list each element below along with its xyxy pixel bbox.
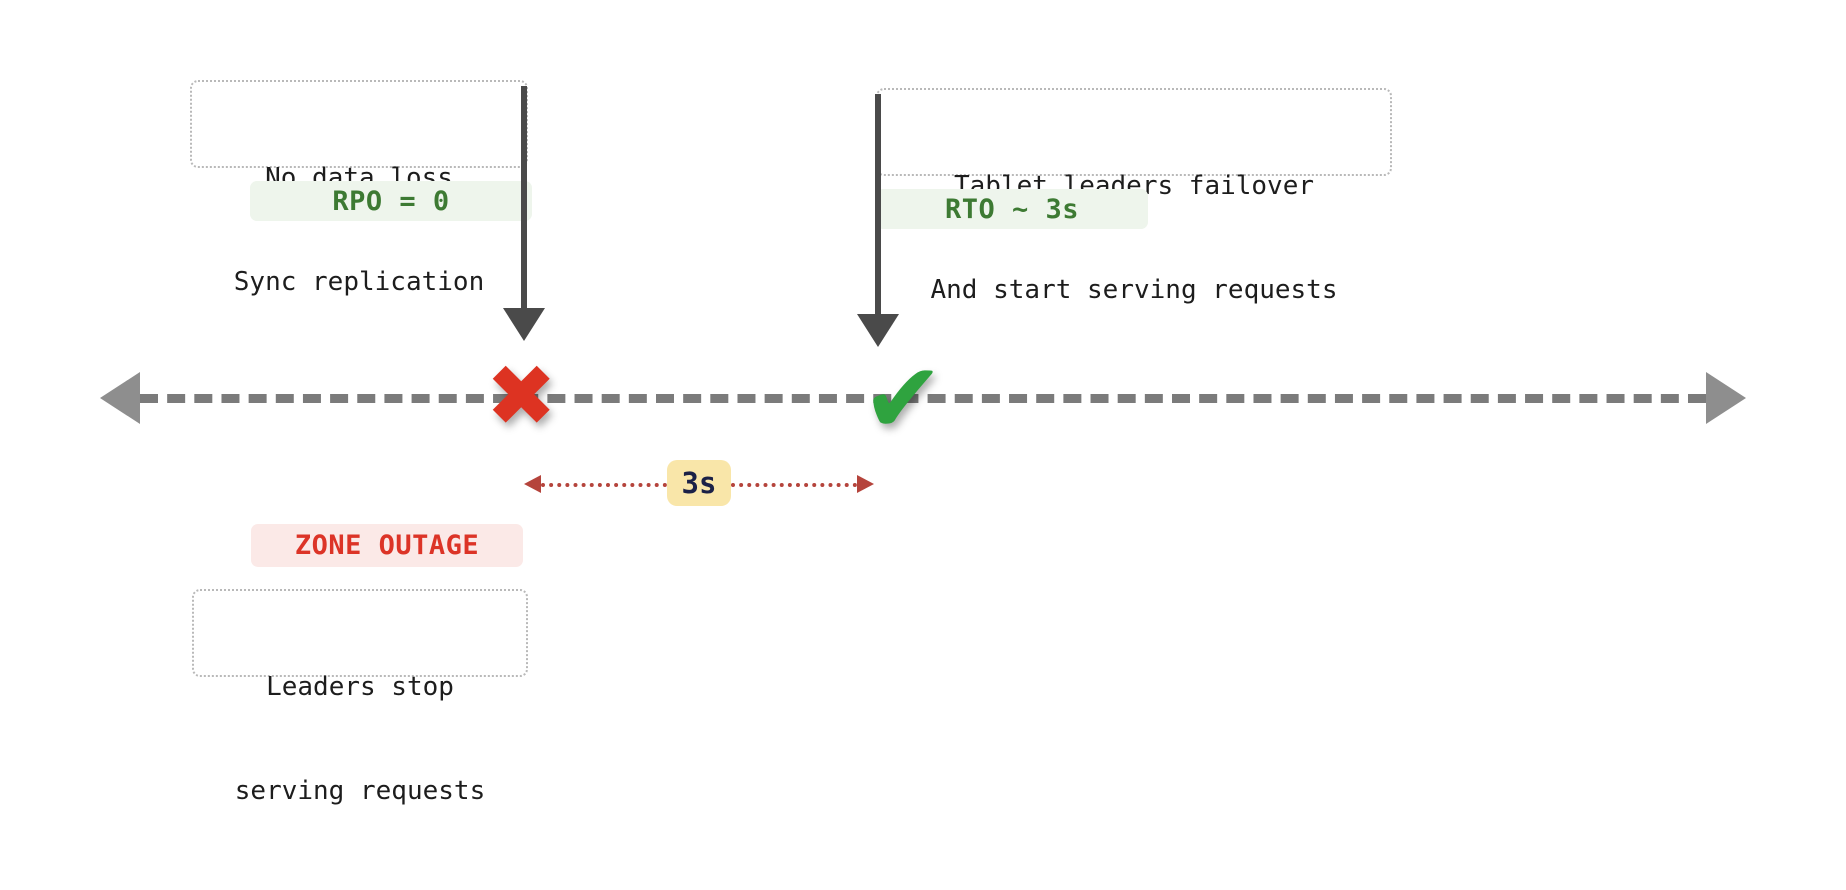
timeline-arrowhead-right xyxy=(1706,372,1746,424)
note-line: Sync replication xyxy=(233,266,485,297)
measure-line-left xyxy=(541,483,667,487)
badge-rto-label: RTO ~ 3s xyxy=(944,193,1080,225)
badge-rpo: RPO = 0 xyxy=(250,181,532,221)
badge-rpo-label: RPO = 0 xyxy=(332,185,450,217)
measure-chip-3s: 3s xyxy=(667,460,731,506)
pointer-line-recovery xyxy=(875,94,881,316)
note-no-data-loss: No data loss Sync replication xyxy=(190,80,528,297)
pointer-line-failure xyxy=(521,86,527,310)
timeline-arrowhead-left xyxy=(100,372,140,424)
recovery-check-glyph: ✔ xyxy=(869,327,937,457)
badge-zone-outage-label: ZONE OUTAGE xyxy=(294,530,480,561)
failure-x-glyph: ✖ xyxy=(489,330,557,460)
note-line: Leaders stop xyxy=(266,672,454,703)
note-line: And start serving requests xyxy=(930,274,1338,305)
recovery-check-icon: ✔ xyxy=(845,336,961,448)
measure-line-right xyxy=(731,483,857,487)
pointer-arrowhead-recovery xyxy=(857,314,899,347)
pointer-arrowhead-failure xyxy=(503,308,545,341)
badge-zone-outage: ZONE OUTAGE xyxy=(251,524,523,567)
failure-x-icon: ✖ xyxy=(465,339,581,451)
note-leaders-stop: Leaders stop serving requests xyxy=(192,589,528,806)
measure-arrowhead-right xyxy=(857,475,874,493)
measure-chip-label: 3s xyxy=(681,466,717,500)
timeline-axis xyxy=(140,394,1706,403)
note-tablet-leaders-failover: Tablet leaders failover And start servin… xyxy=(876,88,1392,305)
badge-rto: RTO ~ 3s xyxy=(876,189,1148,229)
note-line: serving requests xyxy=(234,775,486,806)
measure-arrowhead-left xyxy=(524,475,541,493)
